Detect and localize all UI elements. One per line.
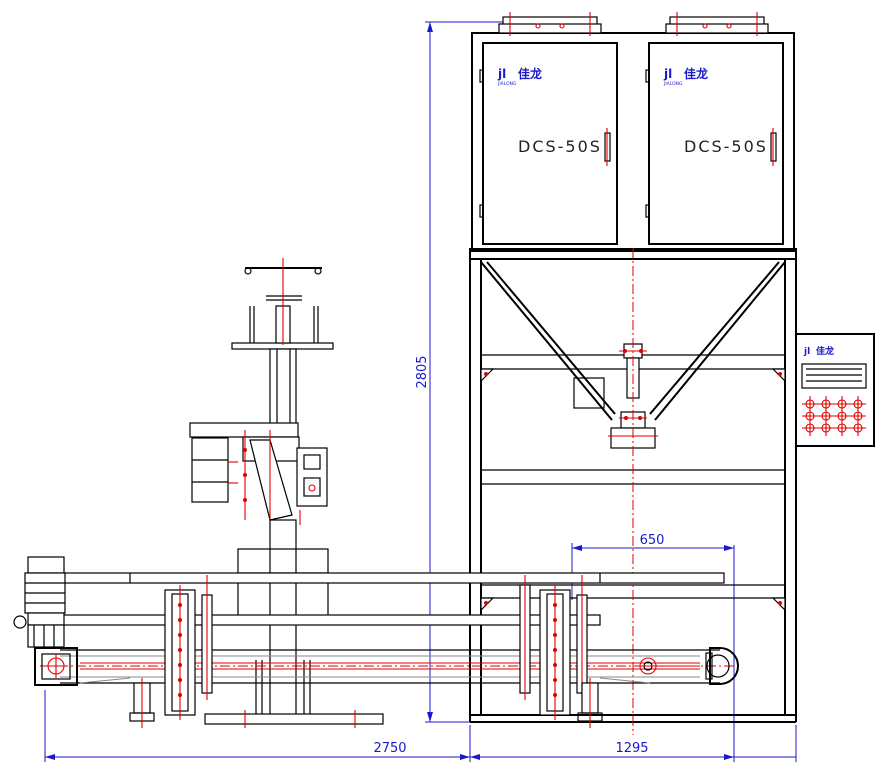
brand-logo-icon: jl 佳龙 JIALONG	[663, 66, 708, 87]
model-label: DCS-50S	[684, 137, 768, 156]
control-cabinet: jl 佳龙 JIALONG DCS-50S jl 佳龙 JIALONG DCS-…	[471, 12, 795, 252]
dimension-lines: 2805 2750 1295 650	[44, 21, 797, 762]
svg-text:佳龙: 佳龙	[816, 345, 834, 357]
side-control-panel: jl 佳龙	[795, 333, 875, 447]
conveyor	[13, 556, 739, 728]
control-box-left: jl 佳龙 JIALONG DCS-50S	[479, 42, 618, 245]
svg-text:JIALONG: JIALONG	[663, 81, 683, 87]
conveyor-motor	[13, 556, 78, 686]
control-box-right: jl 佳龙 JIALONG DCS-50S	[645, 42, 784, 245]
svg-text:佳龙: 佳龙	[684, 66, 708, 81]
top-bracket-right	[665, 12, 769, 36]
bag-sewing-station	[189, 258, 384, 728]
svg-text:jl: jl	[497, 67, 506, 81]
brand-logo-icon: jl 佳龙 JIALONG	[497, 66, 542, 87]
dim-total-height: 2805	[415, 355, 430, 388]
top-bracket-left	[498, 12, 602, 36]
brand-logo-icon: jl 佳龙	[803, 345, 834, 357]
svg-text:jl: jl	[803, 347, 810, 357]
dim-width-right: 1295	[615, 741, 648, 756]
model-label: DCS-50S	[518, 137, 602, 156]
guide-pillar-right	[519, 575, 603, 728]
dim-width-left: 2750	[373, 741, 406, 756]
dim-extension: 650	[640, 533, 665, 548]
svg-text:JIALONG: JIALONG	[497, 81, 517, 87]
svg-text:佳龙: 佳龙	[518, 66, 542, 81]
svg-text:jl: jl	[663, 67, 672, 81]
panel-buttons	[802, 396, 866, 436]
guide-pillar-left	[129, 575, 213, 728]
end-pulley	[639, 647, 739, 685]
